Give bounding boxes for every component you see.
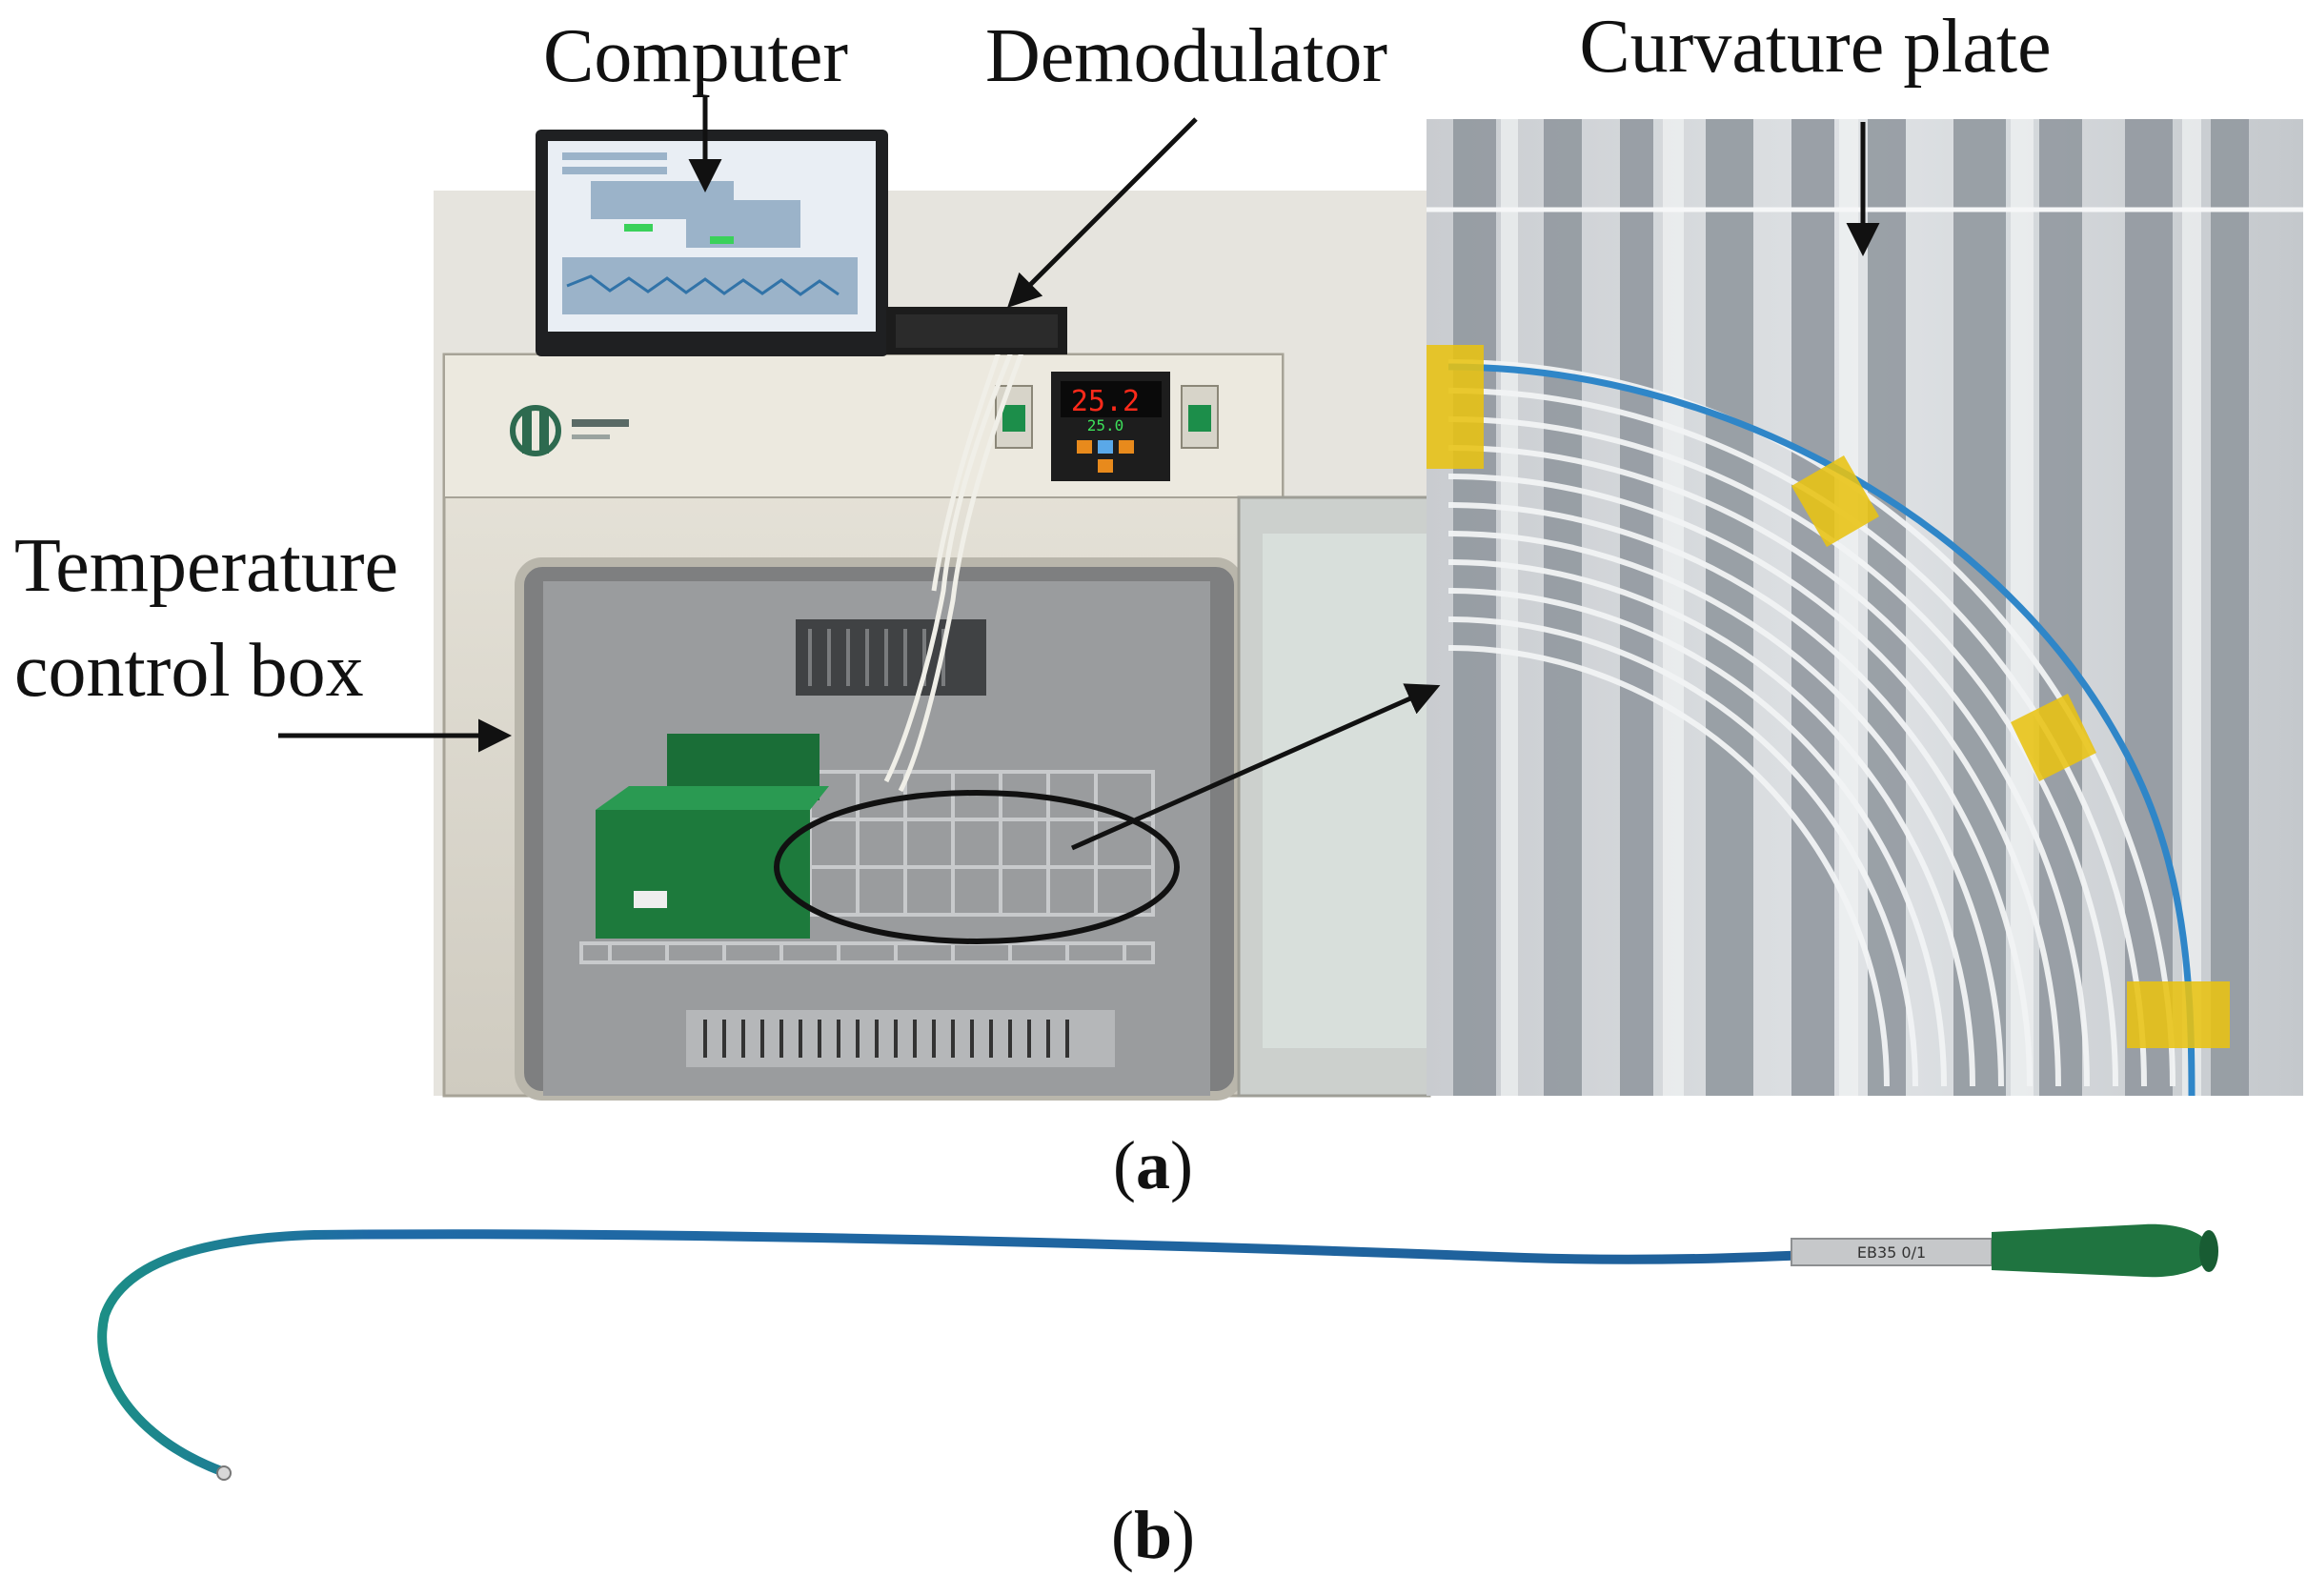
manufacturer-logo	[510, 405, 629, 456]
panel-label-b: (b)	[1111, 1497, 1195, 1573]
catheter-photo: EB35 0/1	[97, 1223, 2218, 1481]
sensor-fiber-on-plate	[1447, 363, 2196, 1097]
label-temperature-line2: control box	[14, 629, 364, 713]
label-demodulator: Demodulator	[985, 14, 1387, 98]
kapton-tape	[1427, 345, 2230, 1048]
label-computer: Computer	[543, 14, 848, 98]
annotations: Computer Demodulator Curvature plate Tem…	[14, 5, 2052, 851]
panel-letter-b: b	[1134, 1497, 1172, 1573]
temperature-controller: 25.2 25.0	[1051, 372, 1170, 481]
curvature-arcs	[1447, 359, 2175, 1087]
panel-letter-a: a	[1136, 1127, 1170, 1203]
computer-monitor	[536, 130, 888, 356]
panel-label-a: (a)	[1113, 1127, 1193, 1203]
arrow-zoom-to-plate	[1070, 683, 1441, 851]
catheter-handle	[1992, 1223, 2211, 1278]
catheter-cable	[97, 1229, 1911, 1477]
controller-main-display: 25.2	[1071, 385, 1140, 418]
catheter-tip	[216, 1465, 232, 1481]
focus-ellipse	[774, 790, 1180, 944]
label-curvature-plate: Curvature plate	[1579, 5, 2051, 89]
catheter-metal-band	[1791, 1238, 1993, 1266]
arrow-demodulator	[1007, 117, 1198, 308]
demodulator-device	[886, 307, 1067, 354]
label-temperature-line1: Temperature	[14, 524, 398, 608]
controller-sub-display: 25.0	[1087, 416, 1124, 434]
curvature-plate-photo	[1427, 119, 2303, 1097]
green-tray	[596, 734, 829, 939]
catheter-band-text: EB35 0/1	[1857, 1243, 1926, 1262]
